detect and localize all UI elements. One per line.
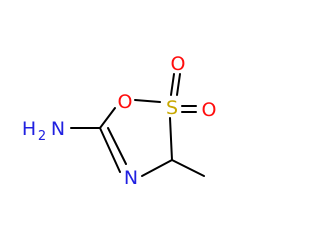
structure-svg: O S O O N H 2 N bbox=[22, 53, 217, 189]
bond-s-o-top-b bbox=[176, 73, 181, 96]
bond-n4-c5-b bbox=[107, 127, 127, 165]
amine-h-label: H bbox=[22, 118, 36, 140]
sulfonyl-oxygen-top-label: O bbox=[171, 53, 186, 75]
bond-c3-n4 bbox=[141, 159, 173, 177]
bond-s-o-top-a bbox=[170, 73, 175, 96]
molecule-structure-diagram: O S O O N H 2 N bbox=[21, 53, 217, 189]
sulfonyl-oxygen-right-label: O bbox=[202, 99, 217, 121]
amine-subscript-label: 2 bbox=[38, 129, 46, 144]
amine-n-label: N bbox=[51, 118, 65, 140]
ring-nitrogen-label: N bbox=[124, 167, 138, 189]
ring-oxygen-label: O bbox=[118, 91, 133, 113]
bond-o-s bbox=[134, 99, 161, 103]
bonds-group bbox=[70, 73, 205, 177]
sulfur-label: S bbox=[166, 97, 178, 119]
bond-n4-c5-a bbox=[99, 127, 121, 173]
bond-c5-o bbox=[99, 107, 116, 129]
bond-c3-methyl bbox=[171, 159, 205, 177]
bond-s-c3 bbox=[169, 117, 173, 161]
